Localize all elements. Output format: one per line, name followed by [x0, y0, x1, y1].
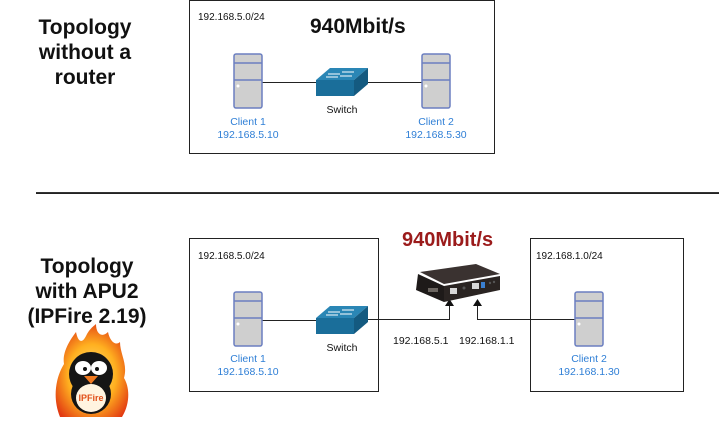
- apu2-router-device-icon: [410, 262, 502, 306]
- bottom-wire-router-client2-v: [477, 304, 478, 320]
- top-heading-line-3: router: [54, 66, 116, 89]
- top-switch-icon: [314, 66, 370, 98]
- bottom-client1-ip: 192.168.5.10: [217, 366, 279, 378]
- top-wire-client1-switch: [262, 82, 318, 83]
- top-wire-switch-client2: [368, 82, 422, 83]
- top-client1-ip: 192.168.5.10: [217, 129, 279, 141]
- bottom-heading-line-1: Topology: [40, 255, 134, 278]
- router-ip-lan-label: 192.168.5.1: [393, 335, 449, 347]
- bottom-heading-line-3: (IPFire 2.19): [27, 305, 147, 328]
- bottom-switch-label: Switch: [326, 342, 358, 354]
- bottom-left-subnet-label: 192.168.5.0/24: [198, 251, 265, 262]
- bottom-wire-router-client2-h: [477, 319, 576, 320]
- section-divider: [36, 192, 719, 194]
- bottom-client1-server-icon: [233, 291, 263, 347]
- bottom-wire-client1-switch: [262, 320, 318, 321]
- top-heading-line-1: Topology: [38, 16, 132, 39]
- bottom-client2-label: Client 2 192.168.1.30: [547, 353, 631, 379]
- bottom-client2-name: Client 2: [571, 353, 607, 365]
- ipfire-logo-icon: IPFire: [50, 322, 132, 422]
- bottom-wire-switch-router-v: [449, 304, 450, 320]
- bottom-heading: Topology with APU2 (IPFire 2.19): [12, 254, 162, 329]
- bottom-right-subnet-box: [530, 238, 684, 392]
- arrow-up-lan-icon: [445, 299, 454, 306]
- top-client1-server-icon: [233, 53, 263, 109]
- top-heading-line-2: without a: [38, 41, 132, 64]
- top-client1-label: Client 1 192.168.5.10: [206, 116, 290, 142]
- top-switch-label: Switch: [326, 104, 358, 116]
- ipfire-logo-text: IPFire: [78, 393, 103, 403]
- bottom-switch-icon: [314, 304, 370, 336]
- top-subnet-label: 192.168.5.0/24: [198, 12, 265, 23]
- top-client1-name: Client 1: [230, 116, 266, 128]
- arrow-up-wan-icon: [473, 299, 482, 306]
- bottom-wire-switch-router-h: [368, 319, 450, 320]
- bottom-client2-server-icon: [574, 291, 604, 347]
- top-client2-server-icon: [421, 53, 451, 109]
- top-client2-ip: 192.168.5.30: [405, 129, 467, 141]
- bottom-client2-ip: 192.168.1.30: [558, 366, 620, 378]
- top-client2-label: Client 2 192.168.5.30: [394, 116, 478, 142]
- bottom-speed-label: 940Mbit/s: [402, 229, 494, 251]
- bottom-client1-label: Client 1 192.168.5.10: [206, 353, 290, 379]
- bottom-right-subnet-label: 192.168.1.0/24: [536, 251, 603, 262]
- top-heading: Topology without a router: [10, 15, 160, 90]
- top-client2-name: Client 2: [418, 116, 454, 128]
- top-speed-label: 940Mbit/s: [310, 15, 406, 38]
- router-ip-wan-label: 192.168.1.1: [459, 335, 515, 347]
- bottom-heading-line-2: with APU2: [35, 280, 139, 303]
- bottom-client1-name: Client 1: [230, 353, 266, 365]
